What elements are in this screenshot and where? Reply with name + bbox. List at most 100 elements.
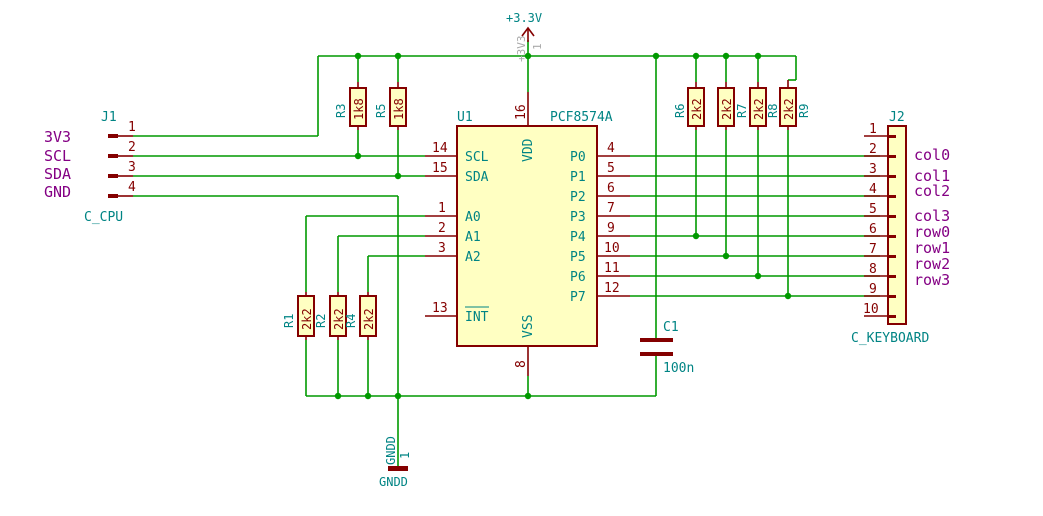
j2-net-label: row0 bbox=[914, 223, 950, 241]
r3-ref: R3 bbox=[334, 104, 348, 118]
j2-pin-number: 3 bbox=[869, 162, 877, 177]
j2-pin-number: 4 bbox=[869, 182, 877, 197]
u1-pin-number: 4 bbox=[607, 141, 615, 156]
vcc-symbol[interactable]: +3.3V +3V3 1 bbox=[506, 11, 544, 62]
j2-net-label: col2 bbox=[914, 182, 950, 200]
u1-pin-number: 6 bbox=[607, 181, 615, 196]
resistor-r3[interactable]: 1k8 R3 bbox=[334, 82, 367, 130]
u1-pin-name: SDA bbox=[465, 170, 489, 185]
r6-value: 2k2 bbox=[690, 98, 704, 120]
u1-pin-number: 1 bbox=[438, 201, 446, 216]
u1-ref: U1 bbox=[457, 110, 473, 125]
u1-pin-name: INT bbox=[465, 310, 489, 325]
u1-pin-name: A1 bbox=[465, 230, 481, 245]
u1-pin-number: 2 bbox=[438, 221, 446, 236]
r7-ref: R7 bbox=[735, 104, 749, 118]
u1-pin-number: 14 bbox=[432, 141, 448, 156]
r2-ref: R2 bbox=[314, 314, 328, 328]
junction-dot bbox=[784, 292, 792, 300]
u1-pin-name: P0 bbox=[570, 150, 586, 165]
resistor-r7[interactable]: 2k2 R7 bbox=[717, 82, 749, 130]
j2-value: C_KEYBOARD bbox=[851, 331, 929, 346]
resistor-r6[interactable]: 2k2 R6 bbox=[673, 82, 705, 130]
u1-pin-number: 7 bbox=[607, 201, 615, 216]
j2-net-label: col1 bbox=[914, 167, 950, 185]
j2-ref: J2 bbox=[889, 110, 905, 125]
vcc-label: +3.3V bbox=[506, 11, 542, 25]
j1-net-label: SCL bbox=[44, 147, 71, 165]
j2-pin-number: 8 bbox=[869, 262, 877, 277]
vcc-ghost-pin: 1 bbox=[531, 43, 544, 50]
j2-pin-number: 5 bbox=[869, 202, 877, 217]
r9-ref: R9 bbox=[797, 104, 811, 118]
gnd-symbol[interactable]: GNDD GNDD 1 bbox=[379, 436, 412, 489]
j1-pin-number: 4 bbox=[128, 180, 136, 195]
r1-value: 2k2 bbox=[300, 308, 314, 330]
r6-ref: R6 bbox=[673, 104, 687, 118]
r4-ref: R4 bbox=[344, 314, 358, 328]
j2-pin-number: 10 bbox=[863, 302, 879, 317]
junction-dot bbox=[334, 392, 342, 400]
resistor-r9[interactable]: 2k2 R9 bbox=[779, 80, 811, 130]
u1-pin-name: P2 bbox=[570, 190, 586, 205]
j1-value: C_CPU bbox=[84, 210, 123, 225]
u1-pin-name: P6 bbox=[570, 270, 586, 285]
resistor-r4[interactable]: 2k2 R4 bbox=[344, 292, 377, 340]
junction-dot bbox=[524, 392, 532, 400]
wires bbox=[133, 40, 880, 466]
resistor-r1[interactable]: 2k2 R1 bbox=[282, 292, 315, 340]
r5-value: 1k8 bbox=[392, 98, 406, 120]
u1-pin-number: 13 bbox=[432, 301, 448, 316]
ic-u1[interactable]: U1 PCF8574A 16 VDD 8 VSS 14 SCL 15 SDA 1… bbox=[425, 92, 630, 376]
ic-u1-body bbox=[456, 125, 598, 347]
u1-pin-name: A2 bbox=[465, 250, 481, 265]
vcc-ghost-name: +3V3 bbox=[515, 36, 528, 63]
junction-dot bbox=[394, 172, 402, 180]
r5-ref: R5 bbox=[374, 104, 388, 118]
u1-vss-name: VSS bbox=[521, 315, 536, 338]
u1-value: PCF8574A bbox=[550, 110, 613, 125]
u1-pin-name: SCL bbox=[465, 150, 489, 165]
j1-pin-number: 1 bbox=[128, 120, 136, 135]
u1-pin-number: 3 bbox=[438, 241, 446, 256]
junction-dot bbox=[394, 52, 402, 60]
u1-pin-number: 9 bbox=[607, 221, 615, 236]
junction-dot bbox=[692, 232, 700, 240]
r4-value: 2k2 bbox=[362, 308, 376, 330]
resistor-r5[interactable]: 1k8 R5 bbox=[374, 82, 407, 130]
u1-pin-number: 11 bbox=[604, 261, 620, 276]
capacitor-c1[interactable]: C1 100n bbox=[640, 320, 694, 376]
u1-pin-number: 12 bbox=[604, 281, 620, 296]
j2-pin-number: 7 bbox=[869, 242, 877, 257]
j2-pin-number: 9 bbox=[869, 282, 877, 297]
junction-dot bbox=[652, 52, 660, 60]
resistor-r8[interactable]: 2k2 R8 bbox=[749, 82, 780, 130]
connector-j2[interactable]: J2 C_KEYBOARD 1 2 3 4 5 6 7 8 9 10 col0 … bbox=[851, 110, 950, 346]
j2-pin-number: 6 bbox=[869, 222, 877, 237]
gnd-label: GNDD bbox=[379, 475, 408, 489]
resistor-r2[interactable]: 2k2 R2 bbox=[314, 292, 347, 340]
r8-value: 2k2 bbox=[752, 98, 766, 120]
u1-pin-name: P5 bbox=[570, 250, 586, 265]
j2-net-label: row2 bbox=[914, 255, 950, 273]
junction-dot bbox=[354, 52, 362, 60]
c1-ref: C1 bbox=[663, 320, 679, 335]
r7-value: 2k2 bbox=[720, 98, 734, 120]
junction-dot bbox=[524, 52, 532, 60]
j1-pin-number: 2 bbox=[128, 140, 136, 155]
u1-pin-number: 10 bbox=[604, 241, 620, 256]
r2-value: 2k2 bbox=[332, 308, 346, 330]
r1-ref: R1 bbox=[282, 314, 296, 328]
j2-net-label: row1 bbox=[914, 239, 950, 257]
u1-vdd-name: VDD bbox=[521, 138, 536, 162]
junction-dot bbox=[722, 252, 730, 260]
junction-dot bbox=[722, 52, 730, 60]
junction-dot bbox=[754, 272, 762, 280]
u1-pin-name: P3 bbox=[570, 210, 586, 225]
c1-value: 100n bbox=[663, 361, 694, 376]
j1-net-label: 3V3 bbox=[44, 128, 71, 146]
u1-vss-pin-number: 8 bbox=[514, 360, 529, 368]
junction-dot bbox=[354, 152, 362, 160]
connector-j1[interactable]: J1 C_CPU 1 3V3 2 SCL 3 SDA 4 GND bbox=[44, 110, 136, 225]
j1-ref: J1 bbox=[101, 110, 117, 125]
